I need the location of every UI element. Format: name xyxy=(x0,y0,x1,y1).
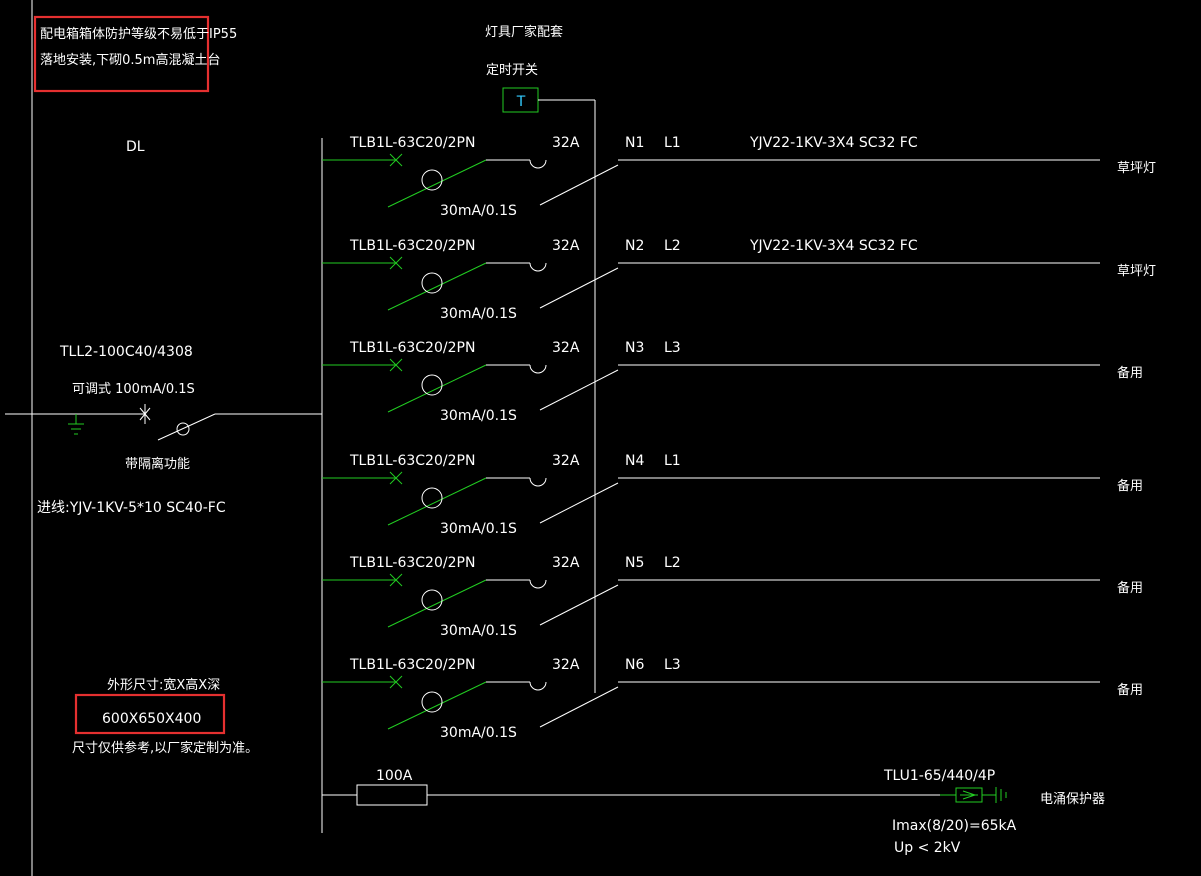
timer-label: 定时开关 xyxy=(486,63,538,78)
note-ip55: 配电箱箱体防护等级不易低于IP55 xyxy=(40,26,237,42)
spd-fuse xyxy=(356,784,428,806)
circuit-cable: YJV22-1KV-3X4 SC32 FC xyxy=(749,238,918,254)
rcd-circle-icon xyxy=(421,691,443,713)
circuit-phase: L1 xyxy=(664,453,681,469)
rcd-circle-icon xyxy=(421,589,443,611)
lamp-vendor-label: 灯具厂家配套 xyxy=(485,24,563,40)
spd-imax: Imax(8/20)=65kA xyxy=(892,818,1017,834)
circuit-breaker-model: TLB1L-63C20/2PN xyxy=(349,555,475,571)
circuit-neutral: N6 xyxy=(625,657,644,673)
circuit-load: 备用 xyxy=(1117,580,1143,596)
circuit-neutral: N3 xyxy=(625,340,644,356)
breaker-x-mark xyxy=(389,256,403,270)
spd-fuse-rating: 100A xyxy=(376,768,413,784)
circuit-phase: L1 xyxy=(664,135,681,151)
circuit-rcd-spec: 30mA/0.1S xyxy=(440,623,517,639)
timer-contact-link xyxy=(539,164,619,206)
main-breaker-rcd-icon xyxy=(176,422,190,436)
contact-arc xyxy=(529,579,547,589)
dl-label: DL xyxy=(126,139,145,155)
timer-symbol: T xyxy=(516,94,526,110)
dimension-title: 外形尺寸:宽X高X深 xyxy=(107,677,220,693)
dimension-value: 600X650X400 xyxy=(102,711,201,727)
main-leakage-spec: 可调式 100mA/0.1S xyxy=(72,382,195,397)
breaker-x-mark xyxy=(389,675,403,689)
spd-label: 电涌保护器 xyxy=(1040,792,1105,807)
circuit-breaker-model: TLB1L-63C20/2PN xyxy=(349,657,475,673)
circuit-rcd-spec: 30mA/0.1S xyxy=(440,306,517,322)
circuit-current: 32A xyxy=(552,657,580,673)
breaker-x-mark xyxy=(389,471,403,485)
circuit-neutral: N2 xyxy=(625,238,644,254)
circuit-rcd-spec: 30mA/0.1S xyxy=(440,408,517,424)
timer-contact-link xyxy=(539,267,619,309)
isolation-label: 带隔离功能 xyxy=(125,456,190,472)
main-breaker-blade xyxy=(157,413,216,441)
circuit-cable: YJV22-1KV-3X4 SC32 FC xyxy=(749,135,918,151)
breaker-x-mark xyxy=(389,358,403,372)
contact-arc xyxy=(529,681,547,691)
circuit-breaker-model: TLB1L-63C20/2PN xyxy=(349,238,475,254)
circuit-current: 32A xyxy=(552,238,580,254)
circuit-neutral: N4 xyxy=(625,453,644,469)
spd-up: Up < 2kV xyxy=(894,840,961,856)
circuit-phase: L2 xyxy=(664,555,681,571)
contact-arc xyxy=(529,364,547,374)
circuit-breaker-model: TLB1L-63C20/2PN xyxy=(349,340,475,356)
note-highlight-box xyxy=(33,15,210,93)
circuit-current: 32A xyxy=(552,340,580,356)
circuit-neutral: N1 xyxy=(625,135,644,151)
circuit-current: 32A xyxy=(552,453,580,469)
circuit-current: 32A xyxy=(552,555,580,571)
spd-model: TLU1-65/440/4P xyxy=(883,768,995,784)
circuit-phase: L3 xyxy=(664,657,681,673)
breaker-blade xyxy=(387,364,487,413)
circuit-neutral: N5 xyxy=(625,555,644,571)
circuit-load: 备用 xyxy=(1117,682,1143,698)
circuit-rcd-spec: 30mA/0.1S xyxy=(440,521,517,537)
main-breaker-model: TLL2-100C40/4308 xyxy=(59,344,193,360)
timer-contact-link xyxy=(539,584,619,626)
circuit-load: 草坪灯 xyxy=(1117,264,1156,279)
circuit-breaker-model: TLB1L-63C20/2PN xyxy=(349,453,475,469)
breaker-blade xyxy=(387,579,487,628)
incoming-cable: 进线:YJV-1KV-5*10 SC40-FC xyxy=(37,500,226,516)
contact-arc xyxy=(529,159,547,169)
breaker-x-mark xyxy=(389,153,403,167)
contact-arc xyxy=(529,262,547,272)
circuit-phase: L3 xyxy=(664,340,681,356)
breaker-blade xyxy=(387,262,487,311)
timer-contact-link xyxy=(539,686,619,728)
rcd-circle-icon xyxy=(421,169,443,191)
circuit-load: 备用 xyxy=(1117,365,1143,381)
circuit-rcd-spec: 30mA/0.1S xyxy=(440,725,517,741)
circuit-breaker-model: TLB1L-63C20/2PN xyxy=(349,135,475,151)
circuit-load: 备用 xyxy=(1117,478,1143,494)
dimension-note: 尺寸仅供参考,以厂家定制为准。 xyxy=(72,740,258,756)
timer-contact-link xyxy=(539,482,619,524)
note-installation: 落地安装,下砌0.5m高混凝土台 xyxy=(40,52,220,68)
contact-arc xyxy=(529,477,547,487)
rcd-circle-icon xyxy=(421,272,443,294)
breaker-blade xyxy=(387,159,487,208)
breaker-blade xyxy=(387,681,487,730)
rcd-circle-icon xyxy=(421,487,443,509)
circuit-current: 32A xyxy=(552,135,580,151)
rcd-circle-icon xyxy=(421,374,443,396)
dimension-highlight-box xyxy=(74,693,226,735)
circuit-phase: L2 xyxy=(664,238,681,254)
circuit-load: 草坪灯 xyxy=(1117,161,1156,176)
breaker-blade xyxy=(387,477,487,526)
timer-contact-link xyxy=(539,369,619,411)
breaker-x-mark xyxy=(389,573,403,587)
spd-arrow-icon xyxy=(962,790,977,800)
circuit-rcd-spec: 30mA/0.1S xyxy=(440,203,517,219)
